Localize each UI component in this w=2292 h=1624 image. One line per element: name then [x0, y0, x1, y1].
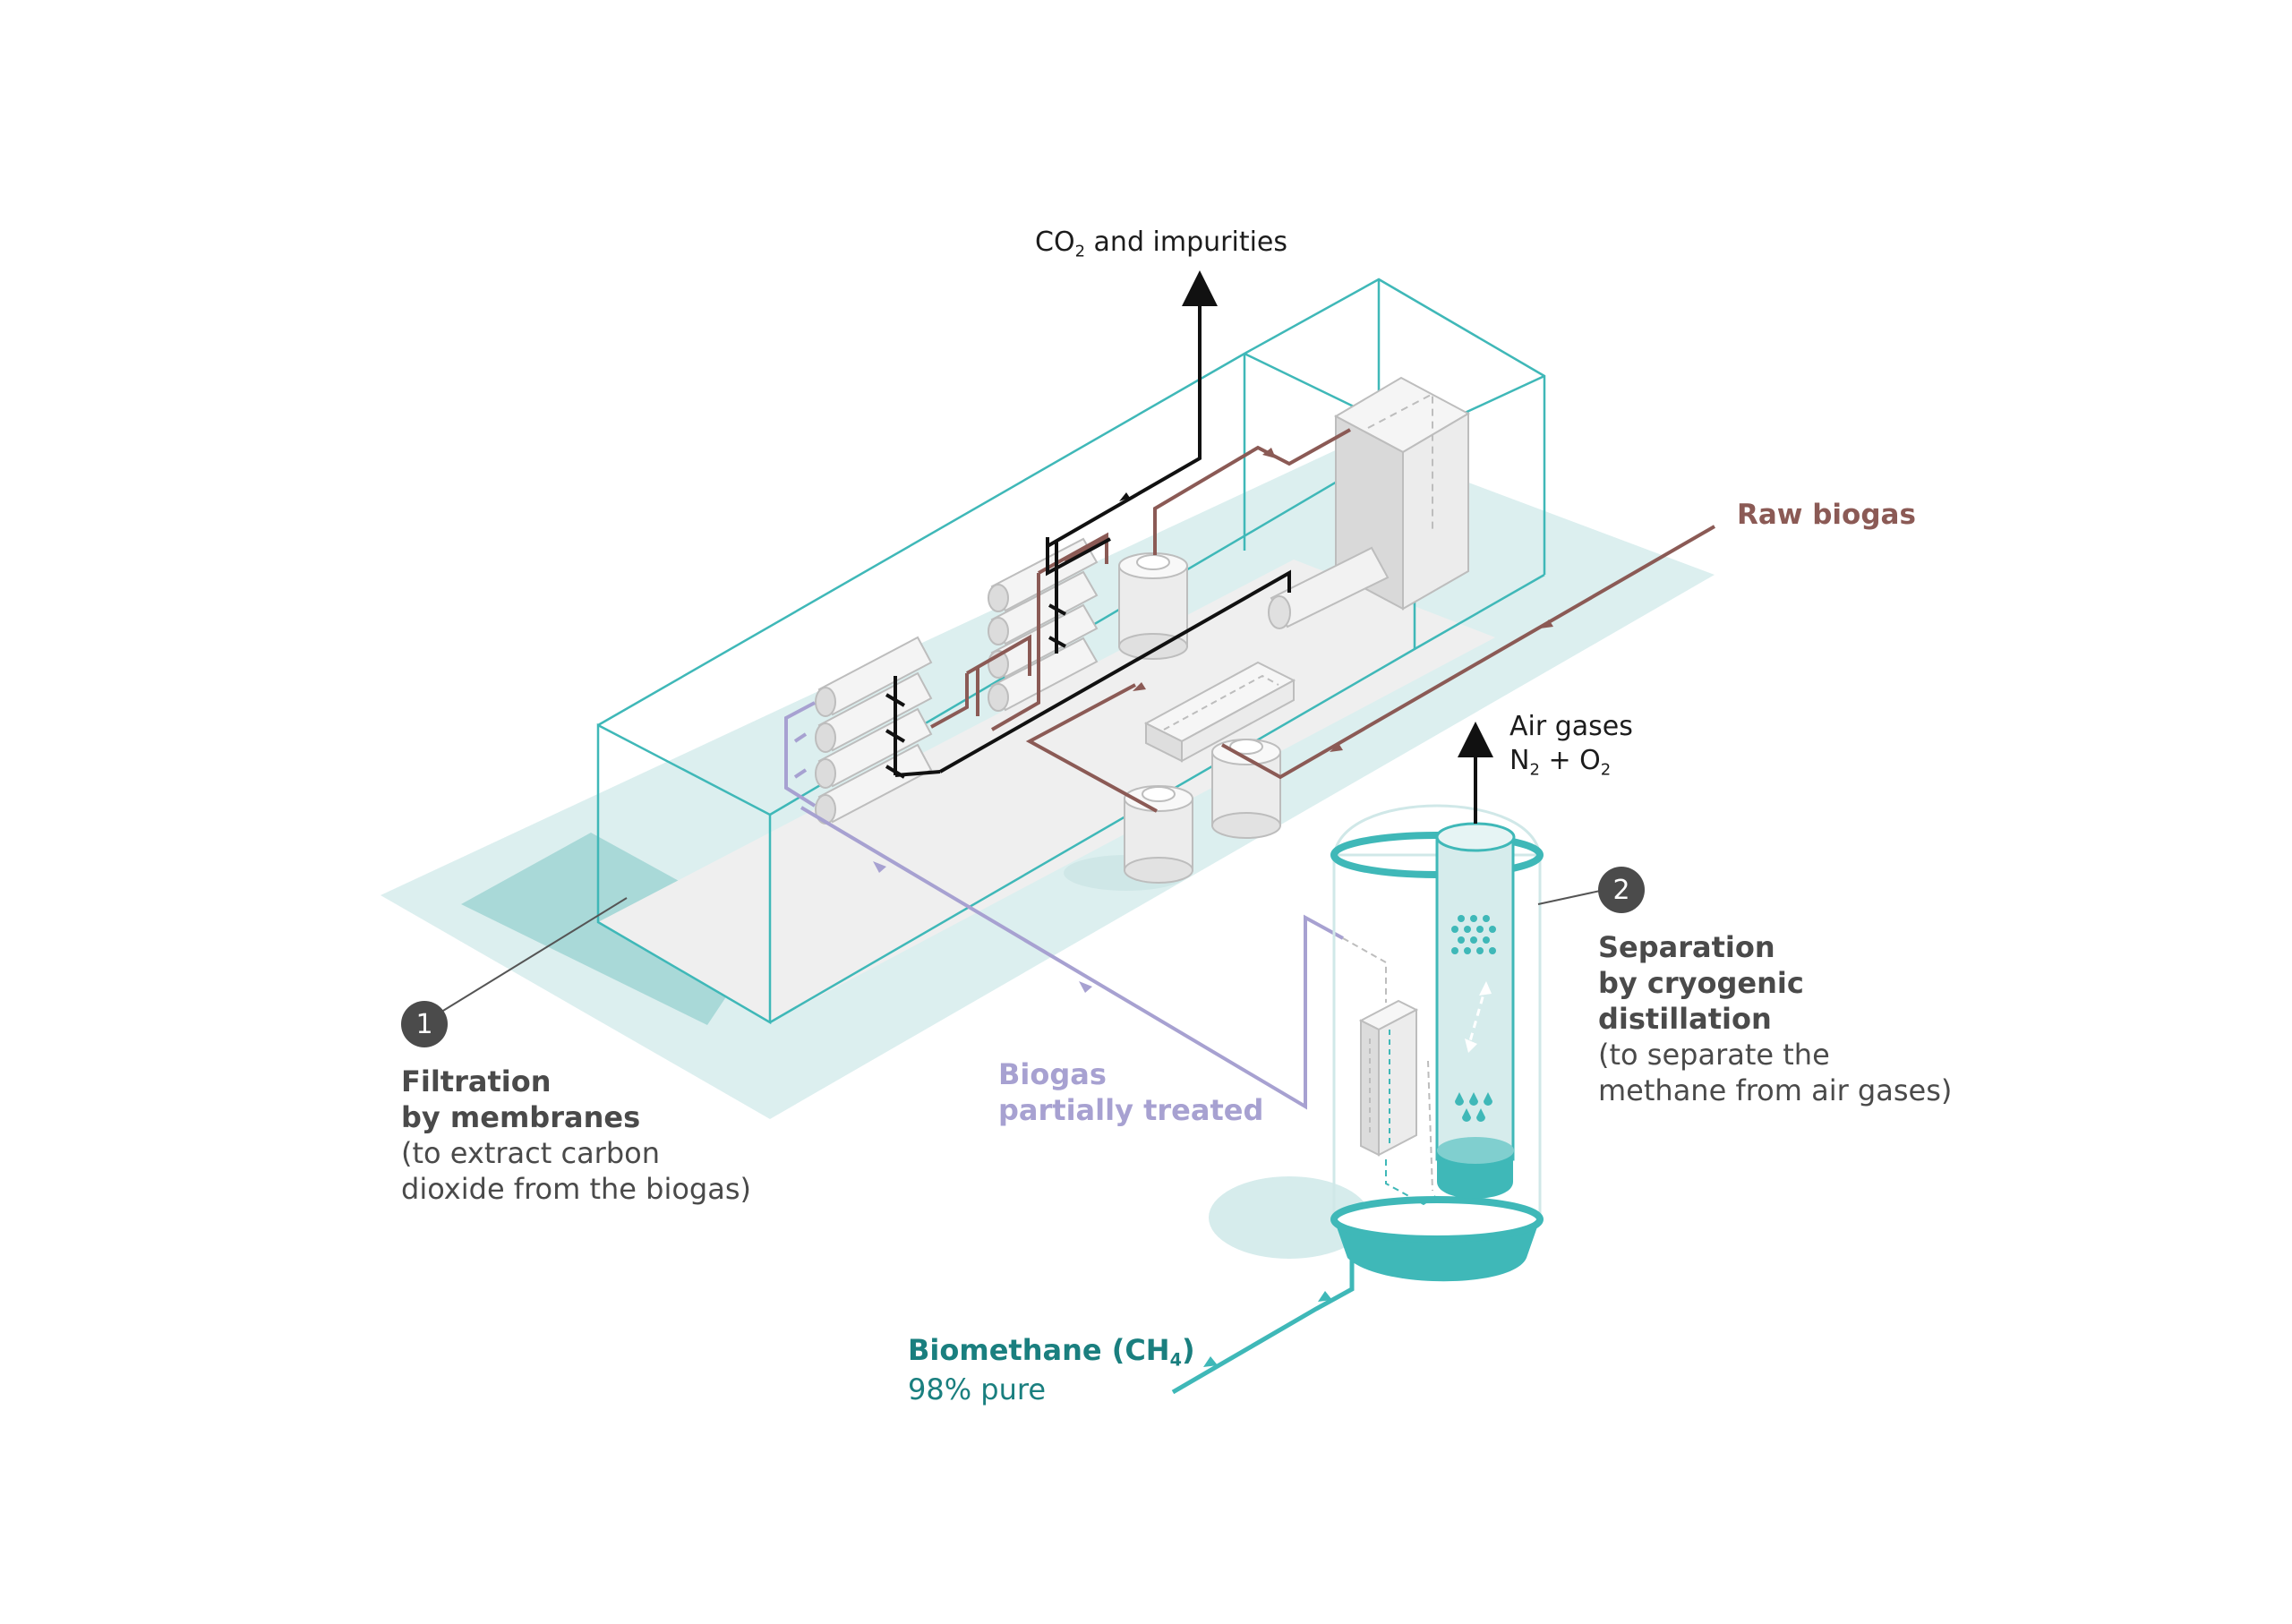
co2-label: CO2 and impurities: [1035, 226, 1287, 262]
pump-2: [1211, 739, 1281, 839]
step-2-title-line3: distillation: [1598, 1002, 1772, 1036]
step-2-desc-line1: (to separate the: [1598, 1038, 1830, 1072]
biomethane-title: Biomethane (CH4): [908, 1333, 1195, 1371]
raw-biogas-arrows: [1133, 448, 1553, 752]
biomethane-pipe: [1171, 1258, 1355, 1395]
step-2-title-line2: by cryogenic: [1598, 966, 1804, 1000]
step-1-badge: 1: [401, 1001, 448, 1047]
filter-unit: [1143, 661, 1296, 763]
step-2-text: Separation by cryogenic distillation (to…: [1598, 929, 1952, 1108]
co2-subscript: 2: [1074, 242, 1086, 261]
cryogenic-column: [1209, 804, 1544, 1282]
air-gases-line1: Air gases: [1509, 711, 1633, 742]
biomethane-purity: 98% pure: [908, 1372, 1047, 1406]
step-1-title-line1: Filtration: [401, 1064, 552, 1098]
heat-exchanger: [1358, 999, 1419, 1157]
step-1-desc-line2: dioxide from the biogas): [401, 1172, 751, 1206]
biogas-partial-line1: Biogas: [998, 1057, 1107, 1091]
pump-1: [1064, 785, 1193, 891]
raw-biogas-label: Raw biogas: [1737, 499, 1916, 531]
biomethane-label: Biomethane (CH4) 98% pure: [908, 1332, 1195, 1407]
compressor-box: [1333, 376, 1471, 611]
step-2-title-line1: Separation: [1598, 930, 1775, 964]
step-1-desc-line1: (to extract carbon: [401, 1136, 660, 1170]
step-2-desc-line2: methane from air gases): [1598, 1073, 1953, 1107]
step-1-text: Filtration by membranes (to extract carb…: [401, 1064, 751, 1207]
biogas-partial-line2: partially treated: [998, 1093, 1264, 1127]
membrane-stack-left: [815, 636, 933, 825]
co2-pipes: [885, 270, 1291, 779]
air-gases-label: Air gases N2 + O2: [1509, 710, 1633, 780]
step-1-leader: [438, 897, 628, 1014]
step-1-title-line2: by membranes: [401, 1100, 641, 1134]
biogas-partial-pipe: [784, 701, 1344, 1110]
co2-prefix: CO: [1035, 227, 1075, 258]
biogas-partial-label: Biogas partially treated: [998, 1056, 1263, 1128]
co2-flow-arrow: [1119, 492, 1130, 501]
buffer-vessel: [1118, 552, 1188, 660]
biogas-partial-arrows: [873, 861, 1092, 993]
membrane-stack-right: [988, 537, 1099, 712]
step-2-leader: [1537, 889, 1605, 905]
co2-suffix: and impurities: [1085, 227, 1287, 258]
step-2-badge: 2: [1598, 867, 1645, 913]
raw-biogas-pipes: [930, 428, 1715, 813]
horizontal-cylinder: [1268, 546, 1390, 629]
biomethane-arrows: [1203, 1291, 1332, 1367]
air-gases-formula: N2 + O2: [1509, 744, 1612, 779]
